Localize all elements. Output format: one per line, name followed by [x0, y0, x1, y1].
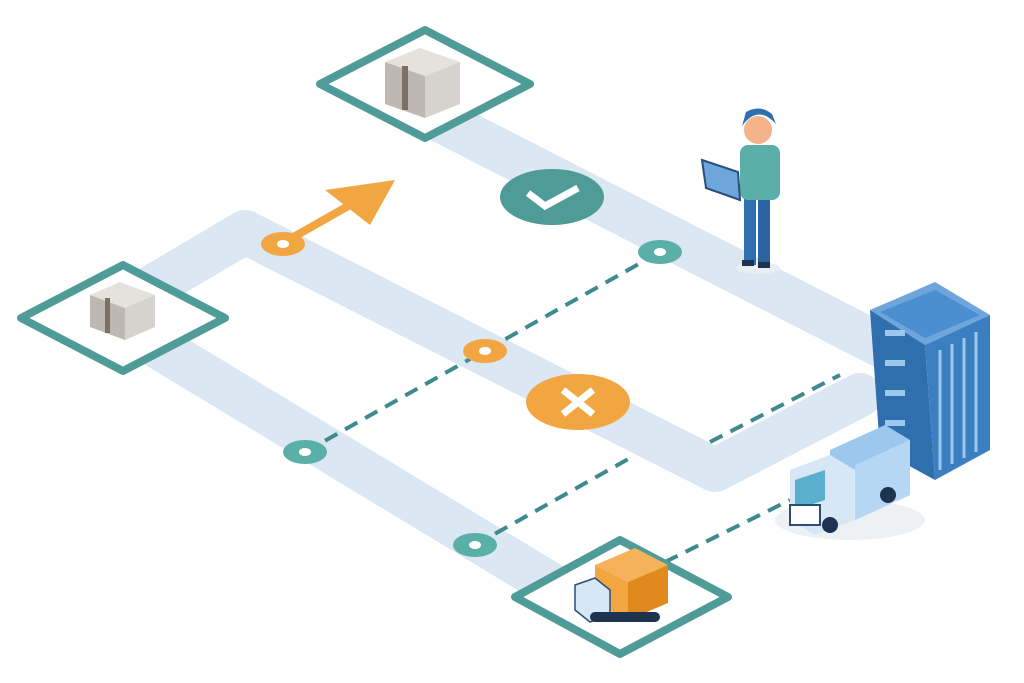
- building-icon: [870, 282, 990, 480]
- package-icon: [90, 282, 155, 340]
- dash-link: [664, 498, 791, 564]
- cross-icon: [526, 374, 630, 430]
- dash-link: [709, 373, 841, 444]
- cargo-truck-icon: [574, 548, 668, 623]
- package-icon: [385, 48, 460, 118]
- route-top: [408, 93, 902, 367]
- worker-icon: [700, 108, 780, 274]
- dashed-links: [304, 250, 841, 564]
- route-nodes: [261, 232, 682, 557]
- arrow-icon: [281, 180, 395, 247]
- truck-icon: [775, 425, 925, 540]
- check-icon: [500, 169, 604, 225]
- dash-link: [474, 456, 631, 547]
